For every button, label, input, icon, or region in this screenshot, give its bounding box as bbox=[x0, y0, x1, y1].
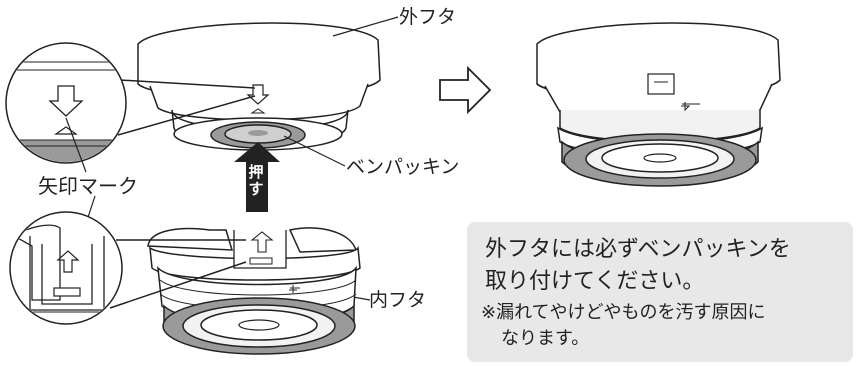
packing-label: ベンパッキン bbox=[346, 156, 460, 178]
warning-note: 外フタには必ずベンパッキンを 取り付けてください。 ※漏れてやけどやものを汚す原… bbox=[467, 222, 853, 362]
note-caution-cont: なります。 bbox=[501, 328, 590, 349]
inner-lid-label: 内フタ bbox=[369, 289, 427, 311]
note-caution: ※漏れてやけどやものを汚す原因に bbox=[481, 302, 766, 323]
push-arrow bbox=[234, 142, 280, 212]
outer-lid-illustration bbox=[137, 22, 381, 151]
arrow-mark-label: 矢印マーク bbox=[38, 174, 138, 198]
inner-lid-illustration bbox=[147, 227, 361, 355]
assembled-lid-illustration bbox=[536, 22, 781, 187]
note-line: 取り付けてください。 bbox=[485, 269, 705, 294]
push-label: 押す bbox=[248, 163, 264, 198]
note-line: 外フタには必ずベンパッキンを bbox=[485, 237, 791, 262]
transition-arrow bbox=[439, 65, 492, 115]
outer-lid-label: 外フタ bbox=[399, 6, 457, 28]
